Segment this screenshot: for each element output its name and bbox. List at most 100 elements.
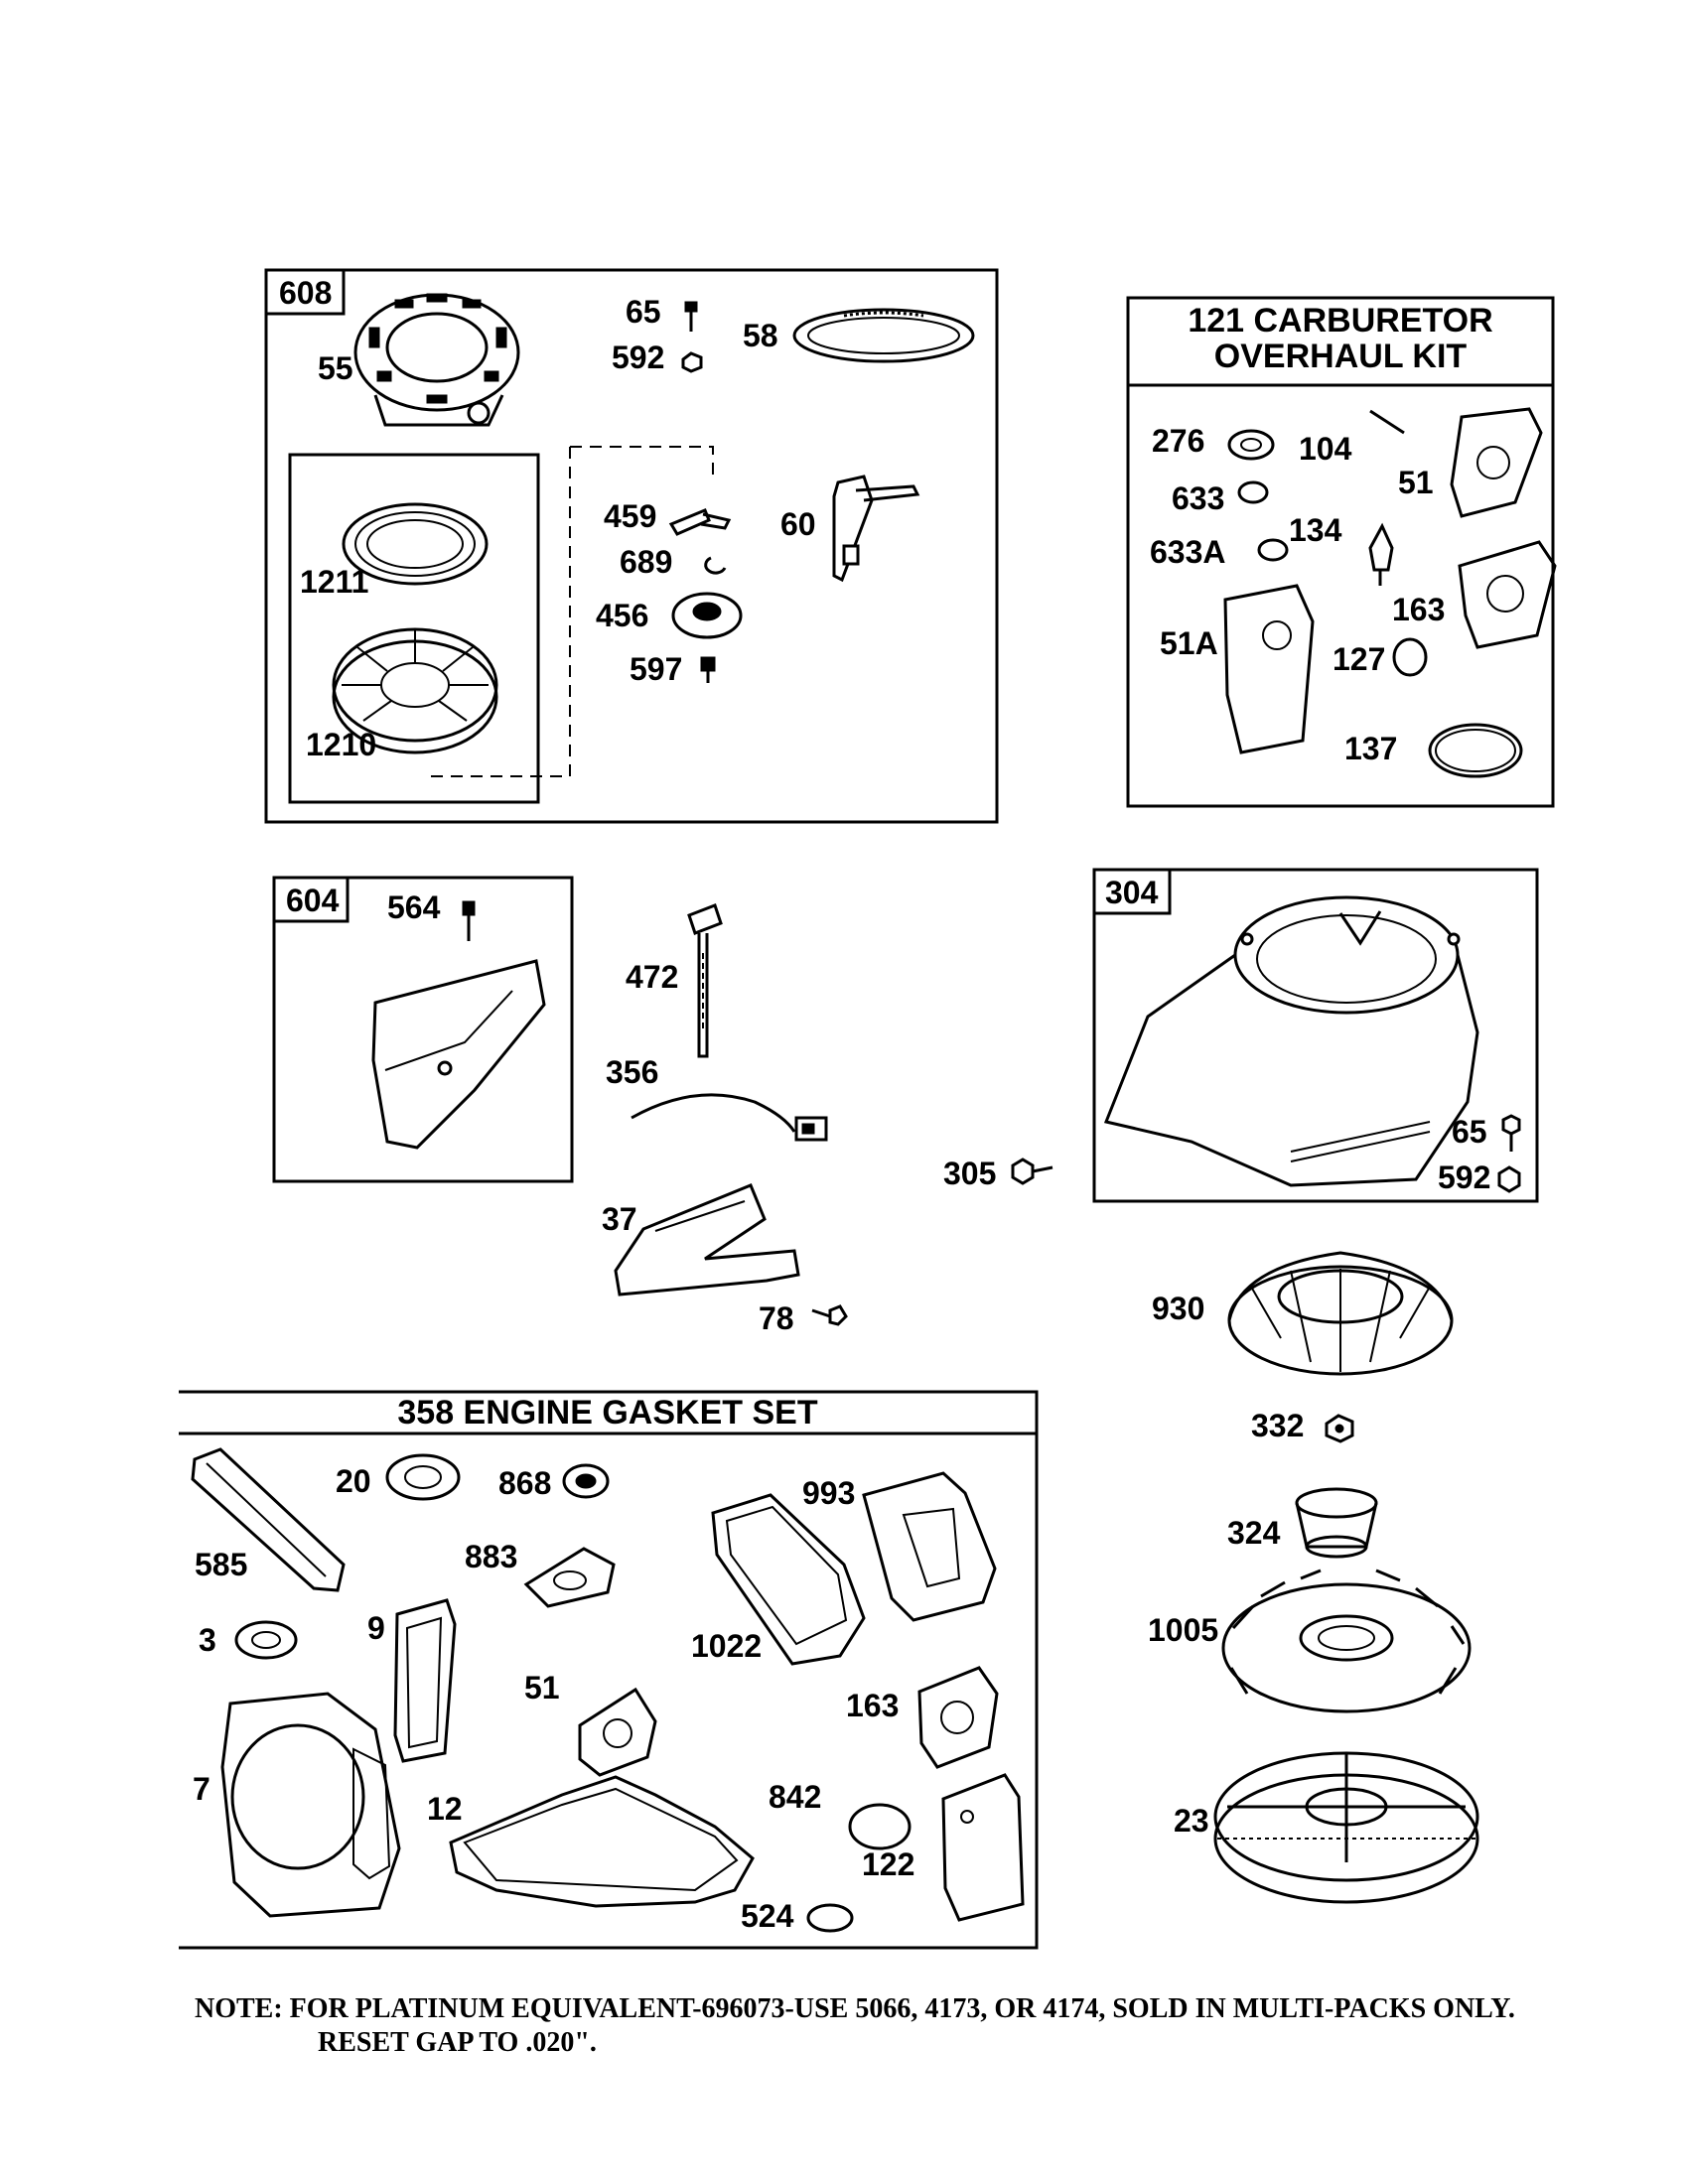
gasket-883-part (523, 1547, 616, 1608)
starter-cup-324-part (1295, 1487, 1378, 1559)
wire-356-part (631, 1093, 828, 1142)
screen-930-part (1227, 1251, 1454, 1376)
part-label-7: 7 (193, 1771, 210, 1807)
gasket-524-part (806, 1903, 854, 1933)
gasket-842-part (848, 1803, 912, 1850)
part-label-163-gasket: 163 (846, 1688, 900, 1723)
baffle-37-part (614, 1183, 800, 1297)
part-label-1210: 1210 (306, 727, 377, 762)
seal-868-part (562, 1463, 610, 1499)
part-label-127: 127 (1333, 641, 1386, 677)
part-label-459: 459 (604, 498, 657, 534)
part-label-597: 597 (630, 651, 683, 687)
part-label-842: 842 (769, 1779, 822, 1815)
gasket-993-part (862, 1471, 997, 1622)
carburetor-kit-title-line2: OVERHAUL KIT (1213, 337, 1468, 375)
carburetor-kit-title: 121 CARBURETOR OVERHAUL KIT (1128, 302, 1553, 375)
footnote-line1: NOTE: FOR PLATINUM EQUIVALENT-696073-USE… (195, 1993, 1515, 2024)
gasket-9-part (393, 1598, 457, 1763)
box-608-frame (264, 268, 999, 824)
screw-597-part (700, 656, 716, 683)
part-label-51-gasket: 51 (524, 1670, 560, 1706)
part-label-163-kit: 163 (1392, 592, 1446, 627)
part-label-134: 134 (1289, 512, 1342, 548)
carburetor-kit-title-line1: 121 CARBURETOR (1188, 302, 1493, 340)
part-label-689: 689 (620, 544, 673, 580)
part-label-1022: 1022 (691, 1628, 763, 1664)
blower-housing-304-part (1103, 895, 1479, 1187)
part-label-3: 3 (199, 1622, 216, 1658)
part-label-993: 993 (802, 1475, 856, 1511)
gasket-set-frame (179, 1390, 1039, 1950)
nut-592b-part (1497, 1165, 1521, 1193)
part-label-9: 9 (367, 1610, 385, 1646)
part-label-332: 332 (1251, 1408, 1305, 1443)
gasket-7-part (220, 1692, 401, 1918)
seal-20-part (385, 1453, 461, 1501)
part-label-37: 37 (602, 1201, 637, 1237)
part-label-137: 137 (1344, 731, 1398, 766)
kit-parts (1223, 407, 1557, 778)
part-label-60: 60 (780, 506, 816, 542)
part-label-305: 305 (943, 1156, 997, 1191)
part-label-276: 276 (1152, 423, 1205, 459)
part-label-456: 456 (596, 598, 649, 633)
retainer-456-part (671, 592, 743, 639)
part-label-51-kit: 51 (1398, 465, 1434, 500)
clip-689-part (704, 556, 727, 575)
gasket-51b-part (578, 1687, 657, 1777)
part-label-868: 868 (498, 1465, 552, 1501)
part-label-472: 472 (626, 959, 679, 995)
gasket-set-title: 358 ENGINE GASKET SET (397, 1394, 818, 1432)
handle-60-part (832, 475, 920, 583)
starter-housing-part (353, 293, 520, 427)
part-label-592-blower: 592 (1438, 1160, 1491, 1195)
bolt-305-part (1011, 1158, 1053, 1185)
gasket-585-part (191, 1447, 346, 1592)
part-label-12: 12 (427, 1791, 463, 1827)
box-304-number: 304 (1105, 875, 1159, 910)
part-label-20: 20 (336, 1463, 371, 1499)
gasket-12-part (449, 1775, 755, 1908)
seal-3-part (234, 1620, 298, 1660)
rope-part (792, 308, 975, 363)
part-label-58: 58 (743, 318, 778, 353)
part-label-23: 23 (1174, 1803, 1209, 1839)
rewind-spring-part (342, 502, 489, 586)
part-label-356: 356 (606, 1054, 659, 1090)
part-label-324: 324 (1227, 1515, 1281, 1551)
dipstick-472-part (687, 903, 723, 1058)
part-label-633A: 633A (1150, 534, 1226, 570)
flywheel-23-part (1213, 1751, 1479, 1904)
box-608-number: 608 (279, 275, 333, 311)
part-label-65-blower: 65 (1452, 1114, 1487, 1150)
shield-604-part (371, 900, 546, 1150)
part-label-1211: 1211 (300, 564, 369, 600)
box-604-frame (272, 876, 574, 1183)
gasket-1022-part (711, 1493, 866, 1666)
part-label-930: 930 (1152, 1291, 1205, 1326)
part-label-65: 65 (626, 294, 661, 330)
nut-592-part (681, 351, 703, 373)
footnote-line2: RESET GAP TO .020". (318, 2027, 597, 2058)
part-label-51A: 51A (1160, 625, 1218, 661)
dog-459-part (668, 508, 732, 536)
part-label-633: 633 (1172, 480, 1225, 516)
gasket-163b-part (917, 1666, 999, 1769)
bolt-65-part (684, 301, 698, 332)
fan-1005-part (1221, 1569, 1472, 1713)
part-label-104: 104 (1299, 431, 1352, 467)
bolt-65b-part (1501, 1114, 1521, 1152)
part-label-585: 585 (195, 1547, 248, 1582)
box-604-number: 604 (286, 883, 340, 918)
part-label-1005: 1005 (1148, 1612, 1219, 1648)
nut-332-part (1325, 1414, 1354, 1443)
part-label-592: 592 (612, 340, 665, 375)
gasket-122-part (941, 1773, 1025, 1922)
carburetor-kit-frame (1126, 296, 1555, 808)
part-label-524: 524 (741, 1898, 794, 1934)
part-label-78: 78 (759, 1300, 794, 1336)
part-label-122: 122 (862, 1846, 915, 1882)
